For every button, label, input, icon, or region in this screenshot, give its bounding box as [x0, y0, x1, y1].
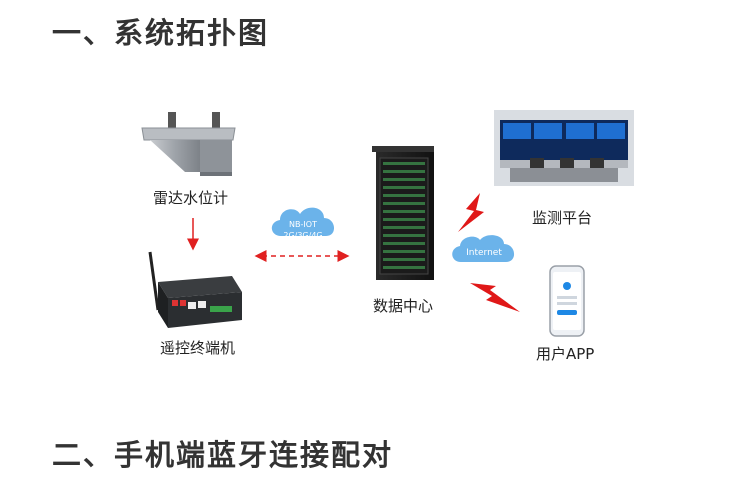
monitoring-center-image — [494, 110, 634, 186]
wireless-line2: 2G/3G/4G — [283, 231, 323, 240]
wireless-cloud-text: NB-IOT 2G/3G/4G — [280, 219, 326, 241]
node-radar-label: 雷达水位计 — [153, 189, 229, 207]
section2-heading: 二、手机端蓝牙连接配对 — [52, 438, 394, 472]
node-app-label: 用户APP — [536, 345, 595, 363]
node-terminal-label: 遥控终端机 — [160, 339, 236, 357]
internet-label: Internet — [466, 248, 502, 258]
node-datacenter-label: 数据中心 — [373, 297, 434, 315]
node-monitor-label: 监测平台 — [532, 209, 593, 227]
wireless-line1: NB-IOT — [289, 220, 317, 229]
terminal-unit-image — [148, 251, 242, 328]
server-rack-image — [372, 146, 434, 280]
lightning-lower — [470, 283, 520, 312]
internet-cloud — [452, 235, 515, 262]
lightning-upper — [458, 193, 484, 232]
radar-gauge-image — [141, 112, 236, 176]
wireless-cloud — [271, 207, 335, 236]
section1-heading: 一、系统拓扑图 — [52, 16, 270, 50]
phone-image — [549, 265, 585, 337]
